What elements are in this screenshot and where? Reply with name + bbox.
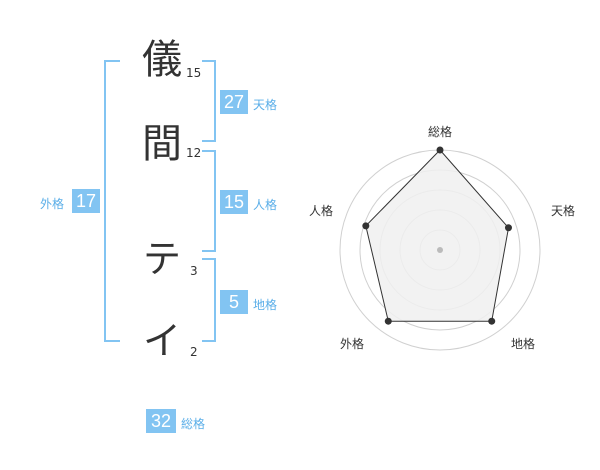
name-char-3: テ [143,237,182,281]
jinkaku-bracket [202,150,216,252]
radar-label-gaikaku: 外格 [340,337,365,351]
radar-point [362,222,370,230]
radar-point [488,317,496,325]
name-char-4: イ [143,319,182,363]
stroke-count-1: 15 [186,66,202,80]
name-char-2: 間 [142,121,182,167]
chikaku-badge: 5 [220,290,248,314]
tenkaku-label: 天格 [253,98,278,112]
stroke-count-4: 2 [190,345,198,359]
radar-center-dot [437,247,443,253]
radar-chart [339,146,541,351]
chikaku-label: 地格 [253,298,278,312]
tenkaku-badge: 27 [220,90,248,114]
soukaku-label: 総格 [181,417,206,431]
stroke-count-3: 3 [190,264,198,278]
gaikaku-label: 外格 [40,197,65,211]
gaikaku-bracket [104,60,120,342]
stroke-count-2: 12 [186,146,202,160]
radar-series-polygon [365,149,510,322]
jinkaku-label: 人格 [253,198,278,212]
name-char-1: 儀 [142,37,182,83]
chikaku-bracket [202,258,216,342]
soukaku-badge: 32 [146,409,176,433]
radar-label-soukaku: 総格 [428,125,453,139]
gaikaku-badge: 17 [72,189,100,213]
radar-point [436,146,444,154]
radar-point [384,317,392,325]
radar-label-jinkaku: 人格 [309,204,334,218]
radar-label-tenkaku: 天格 [551,204,576,218]
tenkaku-bracket [202,60,216,142]
jinkaku-badge: 15 [220,190,248,214]
radar-point [504,224,512,232]
radar-label-chikaku: 地格 [511,337,536,351]
